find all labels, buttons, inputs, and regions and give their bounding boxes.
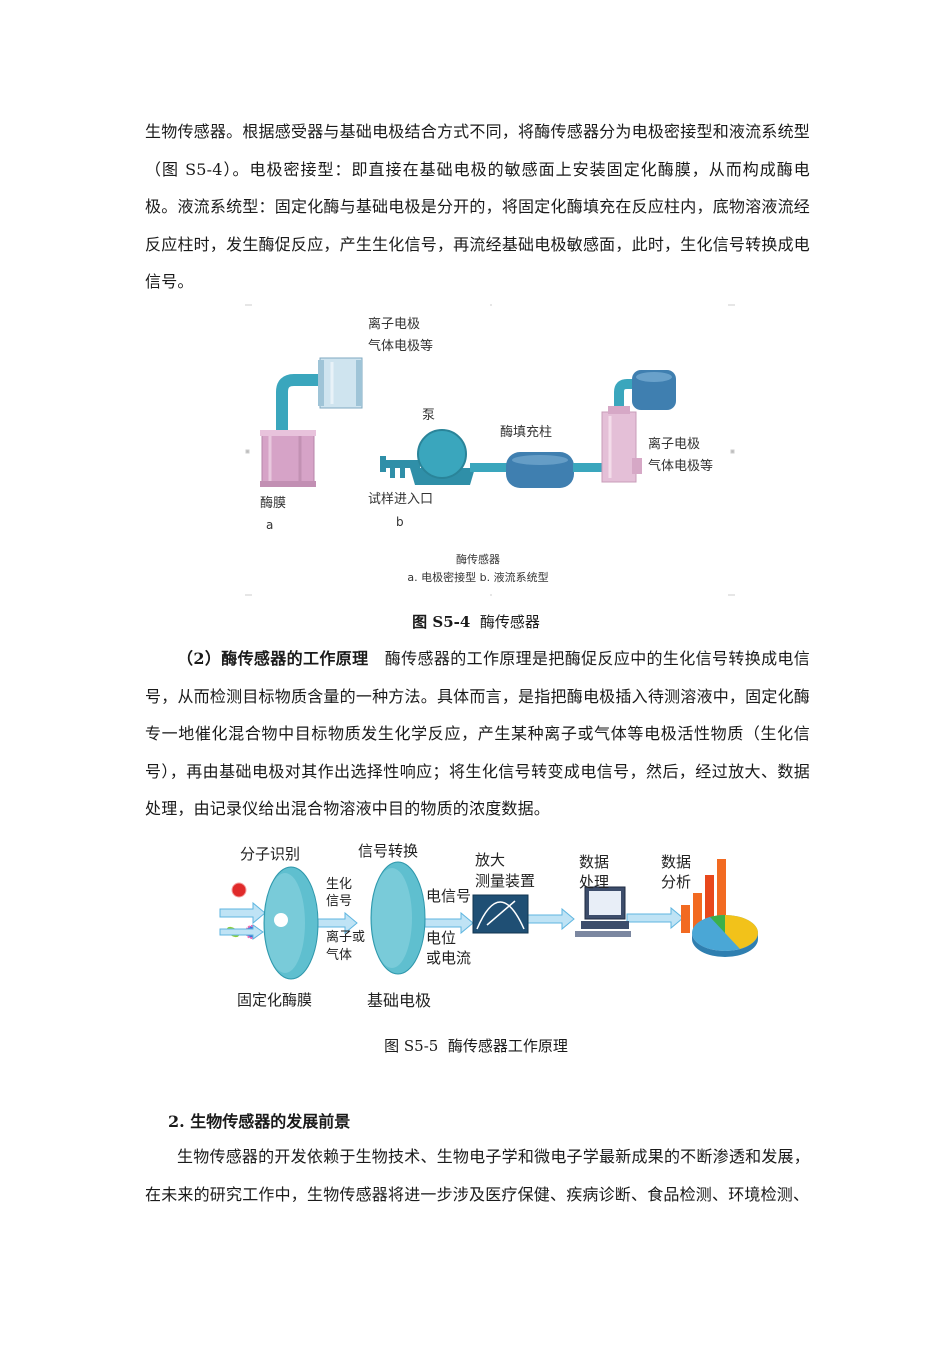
label-a: a [266, 518, 273, 532]
paragraph-heading: （2）酶传感器的工作原理 [177, 649, 369, 668]
label-top-electrode-2: 气体电极等 [368, 338, 433, 354]
section-title-development-prospects: 2. 生物传感器的发展前景 [168, 1112, 351, 1131]
label-base-electrode: 基础电极 [367, 991, 431, 1010]
paragraph-working-principle: （2）酶传感器的工作原理 酶传感器的工作原理是把酶促反应中的生化信号转换成电信号… [145, 640, 810, 828]
computer-icon [575, 886, 631, 937]
flow-system-apparatus [380, 370, 676, 488]
label-potential-1: 电位 [426, 929, 456, 947]
label-immobilized-membrane: 固定化酶膜 [237, 991, 312, 1009]
label-potential-2: 或电流 [426, 949, 471, 967]
figure-inner-legend: a. 电极密接型 b. 液流系统型 [407, 570, 548, 584]
figure-working-principle: 分子识别 信号转换 放大 测量装置 数据 处理 数据 分析 生化 信号 离子或 … [219, 842, 758, 1010]
molecule-red [231, 882, 247, 898]
label-data-processing-1: 数据 [579, 853, 609, 871]
caption-figure-s5-5: 图 S5-5 酶传感器工作原理 [0, 1035, 952, 1056]
caption-number: 图 S5-4 [412, 613, 471, 631]
label-signal-conversion: 信号转换 [358, 842, 418, 860]
label-enzyme-column: 酶填充柱 [500, 424, 552, 440]
paragraph-development-prospects: 生物传感器的开发依赖于生物技术、生物电子学和微电子学最新成果的不断渗透和发展，在… [145, 1147, 810, 1204]
caption-text: 酶传感器工作原理 [447, 1037, 568, 1055]
label-ion-gas-1: 离子或 [326, 929, 365, 945]
label-right-electrode-2: 气体电极等 [648, 458, 713, 474]
label-enzyme-membrane: 酶膜 [260, 495, 286, 511]
paragraph-body: 酶传感器的工作原理是把酶促反应中的生化信号转换成电信号，从而检测目标物质含量的一… [145, 649, 810, 818]
paragraph-enzyme-sensor-types: 生物传感器。根据感受器与基础电极结合方式不同，将酶传感器分为电极密接型和液流系统… [145, 122, 810, 291]
figure-frame-marks [245, 304, 735, 596]
label-bio-signal-1: 生化 [326, 877, 352, 892]
label-amplify-1: 放大 [475, 851, 505, 869]
label-right-electrode-1: 离子电极 [648, 436, 700, 452]
label-data-analysis-2: 分析 [661, 873, 691, 891]
label-electric-signal: 电信号 [426, 887, 471, 905]
caption-number: 图 S5-5 [384, 1037, 439, 1055]
caption-figure-s5-4: 图 S5-4 酶传感器 [0, 611, 952, 632]
data-analysis-chart-icon [681, 859, 758, 957]
electrode-contact-apparatus [260, 357, 363, 487]
label-sample-inlet: 试样进入口 [368, 492, 433, 507]
figure-enzyme-sensor: 离子电极 气体电极等 泵 酶填充柱 离子电极 气体电极等 酶膜 a 试样进入口 … [245, 304, 735, 596]
label-b: b [396, 515, 404, 529]
label-amplify-2: 测量装置 [475, 872, 535, 890]
caption-text: 酶传感器 [479, 613, 540, 631]
label-ion-gas-2: 气体 [326, 947, 352, 963]
label-data-analysis-1: 数据 [661, 853, 691, 871]
label-bio-signal-2: 信号 [326, 894, 352, 909]
figure-inner-title: 酶传感器 [456, 553, 500, 566]
label-pump: 泵 [422, 408, 435, 423]
label-molecular-recognition: 分子识别 [240, 845, 300, 863]
amplifier-icon [472, 894, 529, 934]
label-top-electrode-1: 离子电极 [368, 316, 420, 332]
label-data-processing-2: 处理 [579, 873, 609, 891]
